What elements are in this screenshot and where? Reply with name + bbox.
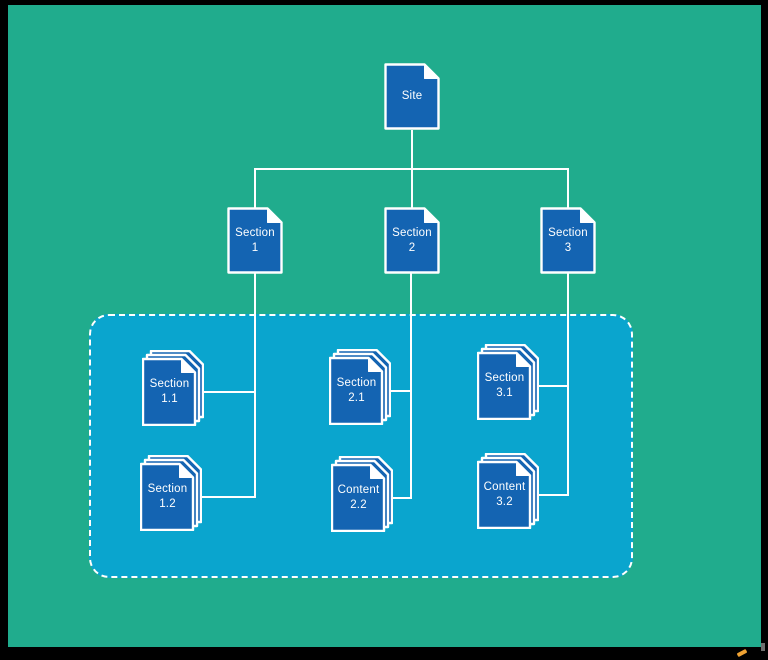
stacked-pages-icon <box>476 343 540 421</box>
connector-col3-vertical <box>567 272 569 496</box>
node-section-2-1[interactable]: Section 2.1 <box>328 348 392 430</box>
connector-section21-link <box>387 390 412 392</box>
node-section-1-1[interactable]: Section 1.1 <box>141 349 205 431</box>
node-content-3-2[interactable]: Content 3.2 <box>476 452 540 534</box>
connector-section11-link <box>200 391 256 393</box>
node-section-2[interactable]: Section 2 <box>384 207 440 279</box>
connector-col2-vertical <box>410 272 412 499</box>
page-icon <box>384 63 440 130</box>
node-site[interactable]: Site <box>384 63 440 135</box>
node-section-1-2[interactable]: Section 1.2 <box>139 454 203 536</box>
stacked-pages-icon <box>476 452 540 530</box>
node-section-3-1[interactable]: Section 3.1 <box>476 343 540 425</box>
node-content-2-2[interactable]: Content 2.2 <box>330 455 394 537</box>
scrollbar-fragment[interactable] <box>761 643 765 651</box>
connector-drop-section3 <box>567 168 569 208</box>
stacked-pages-icon <box>141 349 205 427</box>
node-section-3[interactable]: Section 3 <box>540 207 596 279</box>
stacked-pages-icon <box>328 348 392 426</box>
connector-drop-section2 <box>411 168 413 208</box>
connector-section31-link <box>535 385 569 387</box>
connector-section12-link <box>198 496 256 498</box>
stacked-pages-icon <box>330 455 394 533</box>
connector-site-drop <box>411 130 413 170</box>
cursor-fragment <box>736 648 748 658</box>
connector-content22-link <box>389 497 412 499</box>
page-icon <box>540 207 596 274</box>
connector-drop-section1 <box>254 168 256 208</box>
stacked-pages-icon <box>139 454 203 532</box>
page-icon <box>384 207 440 274</box>
node-section-1[interactable]: Section 1 <box>227 207 283 279</box>
page-icon <box>227 207 283 274</box>
connector-content32-link <box>535 494 569 496</box>
connector-col1-vertical <box>254 272 256 498</box>
